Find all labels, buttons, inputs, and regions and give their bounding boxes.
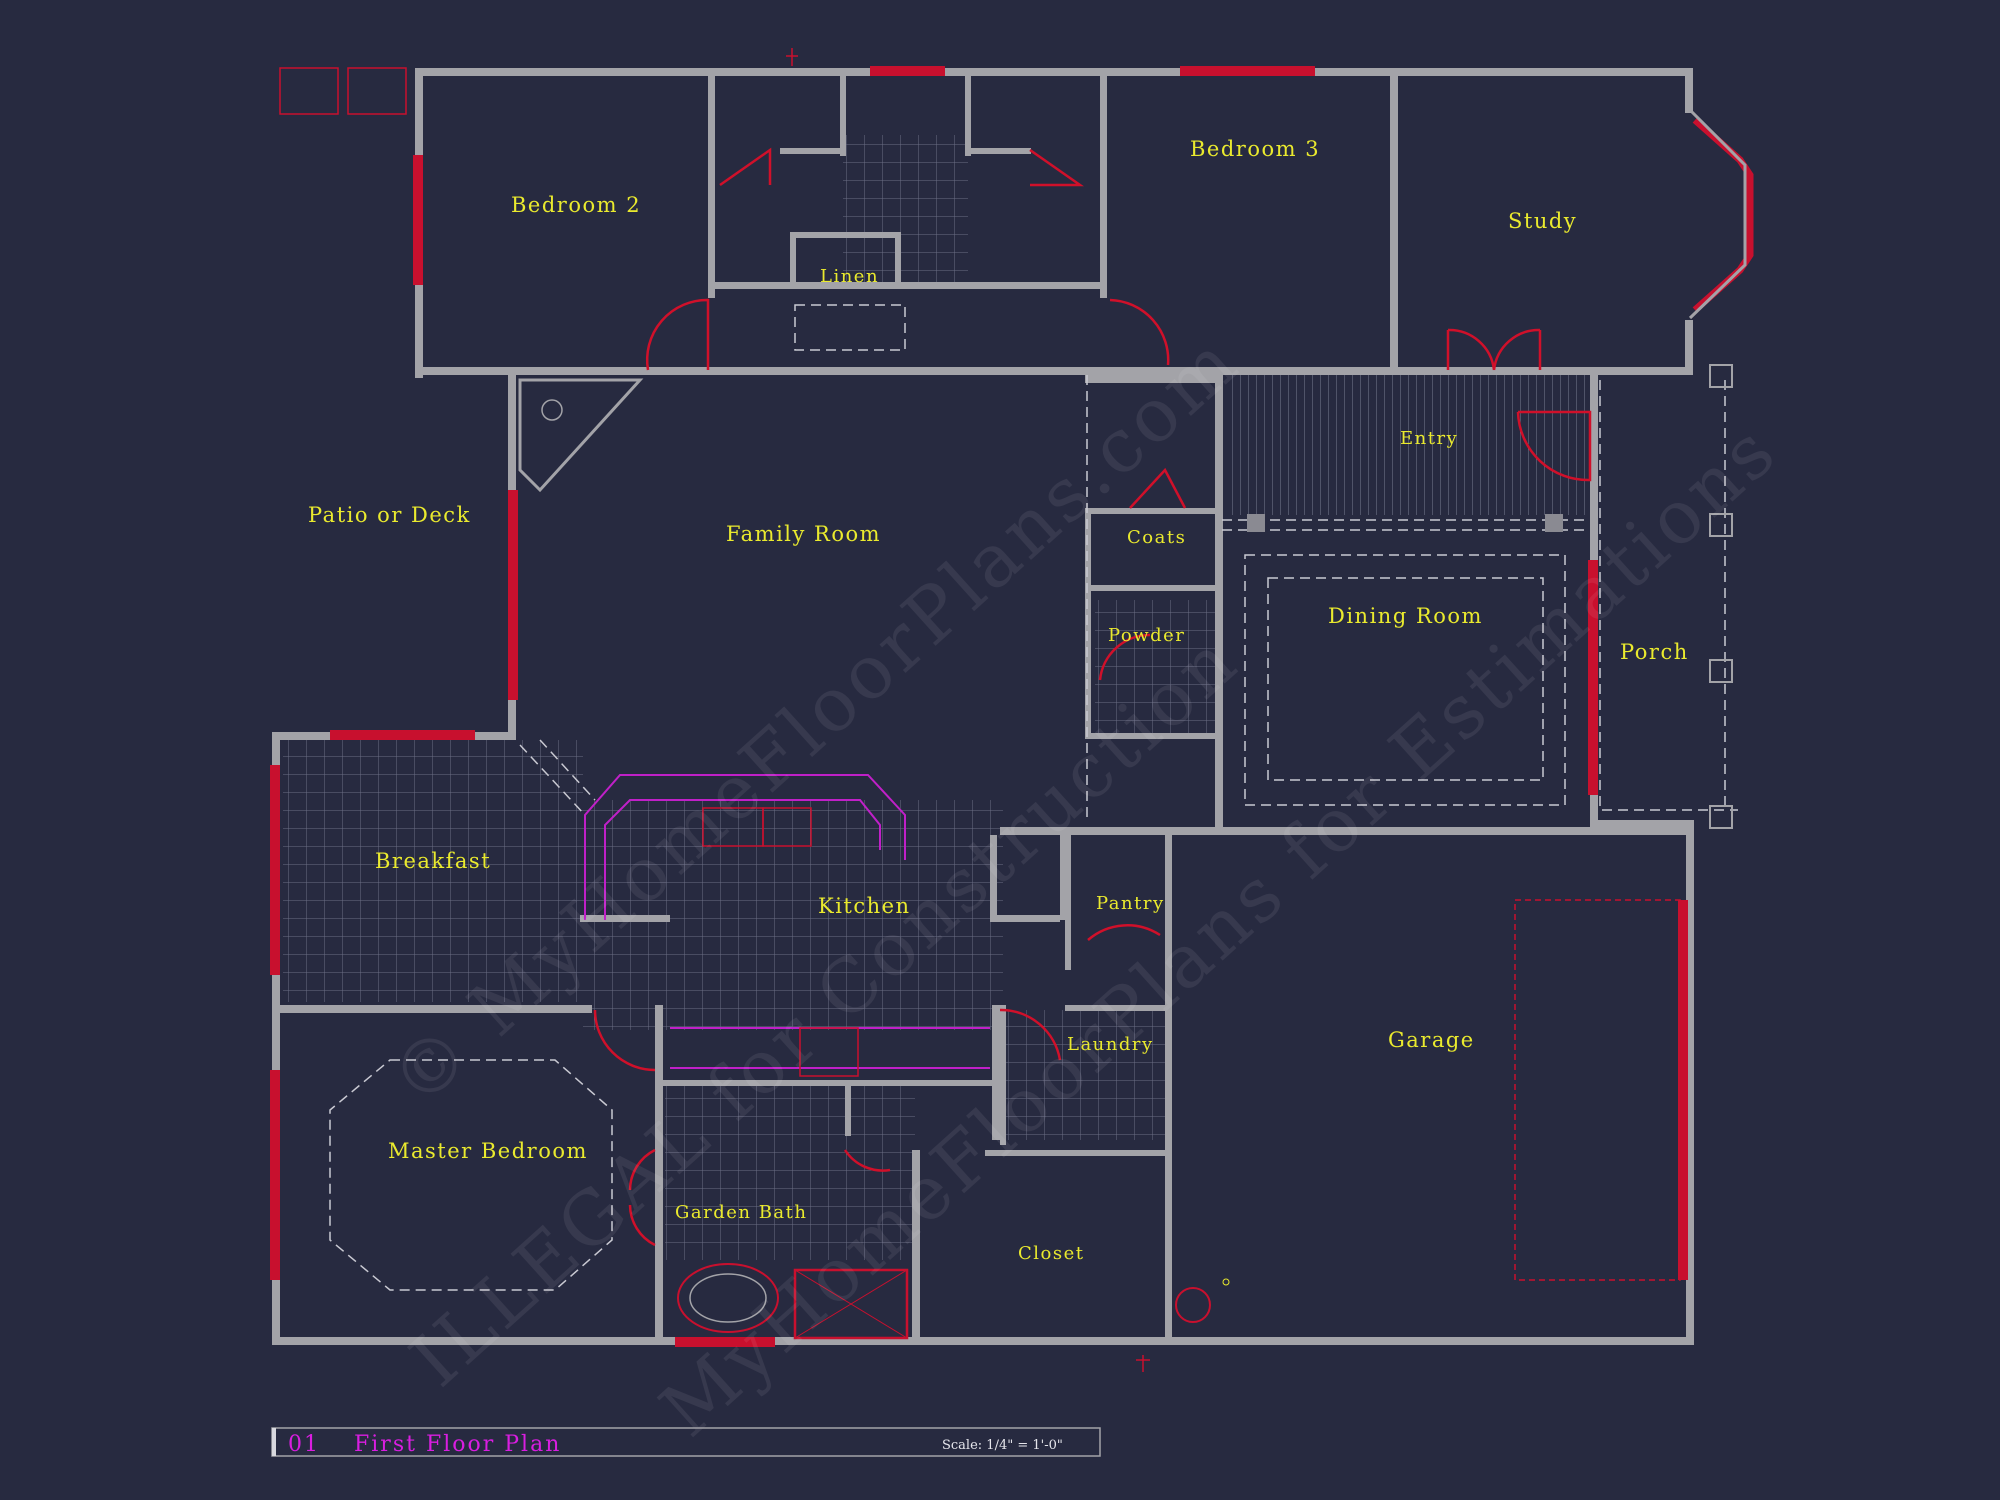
label-master-bedroom: Master Bedroom bbox=[388, 1139, 588, 1163]
label-garden-bath: Garden Bath bbox=[675, 1202, 808, 1223]
label-laundry: Laundry bbox=[1067, 1034, 1154, 1055]
label-family-room: Family Room bbox=[726, 522, 881, 546]
label-pantry: Pantry bbox=[1096, 893, 1165, 914]
scale-text: Scale: 1/4" = 1'-0" bbox=[942, 1438, 1063, 1453]
room-labels: Bedroom 2 Linen Bedroom 3 Study Patio or… bbox=[308, 137, 1689, 1264]
label-porch: Porch bbox=[1620, 640, 1689, 664]
windows bbox=[270, 66, 1754, 1347]
title-block: 01 First Floor Plan Scale: 1/4" = 1'-0" bbox=[271, 1427, 1101, 1457]
title-number: 01 bbox=[288, 1432, 320, 1457]
tile-floors bbox=[283, 135, 1590, 1260]
label-breakfast: Breakfast bbox=[375, 849, 491, 873]
plan-details bbox=[279, 48, 1738, 1372]
label-garage: Garage bbox=[1388, 1028, 1475, 1052]
label-study: Study bbox=[1508, 209, 1577, 233]
label-closet: Closet bbox=[1018, 1243, 1085, 1264]
label-kitchen: Kitchen bbox=[818, 894, 911, 918]
label-patio-or-deck: Patio or Deck bbox=[308, 503, 471, 527]
label-bedroom-2: Bedroom 2 bbox=[511, 193, 641, 217]
label-entry: Entry bbox=[1400, 428, 1458, 449]
label-powder: Powder bbox=[1108, 625, 1185, 646]
label-coats: Coats bbox=[1127, 527, 1186, 548]
label-dining-room: Dining Room bbox=[1328, 604, 1483, 628]
label-bedroom-3: Bedroom 3 bbox=[1190, 137, 1320, 161]
title-text: First Floor Plan bbox=[354, 1432, 561, 1457]
label-linen: Linen bbox=[820, 266, 879, 287]
